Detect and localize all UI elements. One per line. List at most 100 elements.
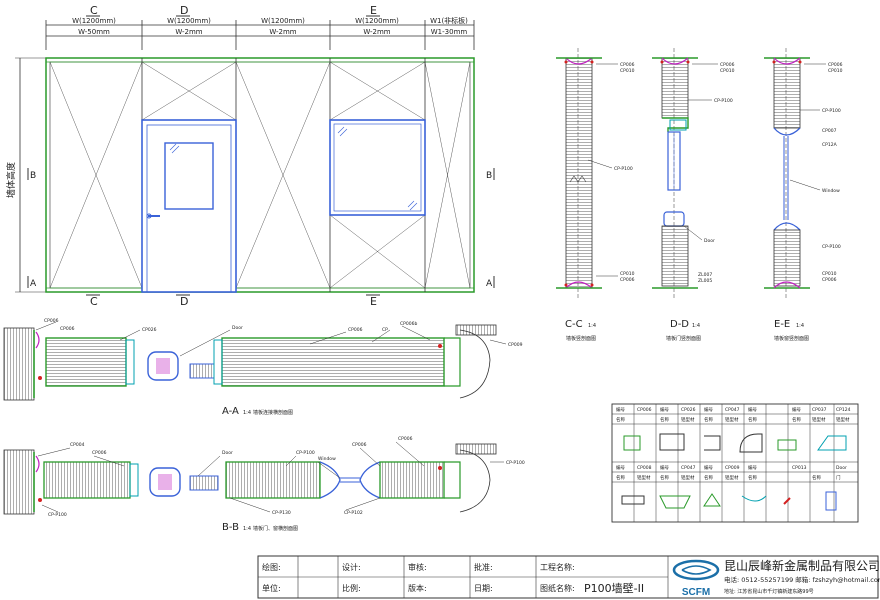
callout-ee-6: Window: [822, 188, 840, 194]
callout-bb-4: Door: [222, 450, 233, 456]
legend-r1-n7: 名称: [792, 416, 801, 423]
section-dd-scale: 1:4: [692, 323, 700, 329]
front-elevation: W(1200mm) W(1200mm) W(1200mm) W(1200mm) …: [5, 4, 495, 308]
col-header-3: W(1200mm): [261, 17, 305, 25]
callout-bb-6: Window: [318, 456, 336, 462]
company-phone: 电话: 0512-55257199 邮箱: fzshzyh@hotmail.co…: [724, 575, 880, 584]
legend-r1-n9: 铝型材: [836, 416, 850, 423]
section-b-b: CP004 CP006 CP-P100 Door CP-P130 Window …: [3, 436, 525, 533]
profile-legend-table: 编号 CP006 编号 CP026 编号 CP047 编号 编号 CP037 C…: [611, 403, 859, 523]
section-cc-caption: 墙板竖剖面图: [566, 335, 596, 342]
legend-r2-h5: 编号: [704, 464, 713, 471]
callout-ee-9: CP006: [822, 277, 837, 283]
callout-cc-3: CP-P100: [614, 166, 633, 172]
callout-ee-8: CP010: [822, 271, 837, 277]
tb-version: 版本:: [408, 583, 427, 593]
legend-r1-n5: 铝型材: [725, 416, 739, 423]
legend-r2-n7: 名称: [748, 474, 757, 481]
company-name: 昆山辰峰新金属制品有限公司: [724, 558, 880, 573]
callout-ee-1: CP006: [828, 62, 843, 68]
callout-aa-8: CP009: [508, 342, 523, 348]
section-bb-scale: 1:4: [243, 526, 251, 532]
callout-ee-4: CP007: [822, 128, 837, 134]
callout-aa-5: CP006: [348, 327, 363, 333]
callout-dd-4: Door: [704, 238, 715, 244]
legend-r2-n8: 名称: [812, 474, 821, 481]
section-mark-b-right: B: [486, 171, 492, 181]
legend-r1-h8: 编号: [792, 406, 801, 413]
col-header-5: W1(非标板): [430, 16, 468, 25]
tb-drawing-name-label: 图纸名称:: [540, 583, 575, 593]
height-label: 墙体高度: [5, 162, 17, 198]
legend-r2-n4: 铝型材: [681, 474, 695, 481]
legend-r2-h9: Door: [836, 465, 847, 471]
section-aa-title: A-A: [222, 406, 239, 417]
legend-r1-h4: CP026: [681, 407, 696, 413]
tb-drawn: 绘图:: [262, 562, 281, 572]
callout-ee-3: CP-P100: [822, 108, 841, 114]
section-ee-title: E-E: [774, 319, 790, 330]
legend-r2-n1: 名称: [616, 474, 625, 481]
callout-bb-3: CP-P100: [48, 512, 67, 518]
callout-dd-1: CP006: [720, 62, 735, 68]
section-d-d: CP006 CP010 CP-P100 Door ZL007 ZL005 D-D…: [652, 48, 735, 342]
callout-bb-9: CP-P100: [296, 450, 315, 456]
callout-dd-2: CP010: [720, 68, 735, 74]
legend-r1-n8: 铝型材: [812, 416, 826, 423]
door-elevation: [141, 119, 237, 293]
legend-r1-n2: 名称: [660, 416, 669, 423]
legend-r1-n6: 名称: [748, 416, 757, 423]
callout-cc-1: CP006: [620, 62, 635, 68]
callout-bb-8: CP006: [398, 436, 413, 442]
callout-bb-5: CP-P130: [272, 510, 291, 516]
callout-bb-11: CP-P100: [506, 460, 525, 466]
section-cc-title: C-C: [565, 319, 583, 330]
callout-dd-6: ZL005: [698, 278, 712, 284]
legend-r1-h2: CP006: [637, 407, 652, 413]
section-cc-scale: 1:4: [588, 323, 596, 329]
legend-r2-h2: CP008: [637, 465, 652, 471]
callout-ee-5: CP12A: [822, 142, 838, 148]
callout-bb-10: CP-P102: [344, 510, 363, 516]
callout-aa-3: CP026: [142, 327, 157, 333]
tb-project: 工程名称:: [540, 562, 575, 572]
section-mark-c-bottom: C: [90, 295, 98, 308]
callout-ee-7: CP-P100: [822, 244, 841, 250]
callout-dd-5: ZL007: [698, 272, 712, 278]
col-dim-5: W1-30mm: [431, 28, 468, 36]
callout-aa-1: CP006: [44, 318, 59, 324]
section-aa-caption: 墙板连接横剖面图: [253, 409, 293, 416]
legend-r1-h6: CP047: [725, 407, 740, 413]
legend-r2-h7: 编号: [748, 464, 757, 471]
legend-r2-h4: CP047: [681, 465, 696, 471]
callout-cc-2: CP010: [620, 68, 635, 74]
section-bb-caption: 墙板门、窗横剖面图: [253, 525, 298, 532]
section-ee-scale: 1:4: [796, 323, 804, 329]
legend-r1-n3: 铝型材: [681, 416, 695, 423]
legend-r1-n1: 名称: [616, 416, 625, 423]
col-dim-1: W-50mm: [78, 28, 110, 36]
legend-r2-n5: 名称: [704, 474, 713, 481]
section-bb-title: B-B: [222, 522, 239, 533]
callout-aa-6: CP: [382, 327, 388, 333]
section-mark-d-top: D: [180, 4, 188, 17]
section-c-c: CP006 CP010 CP-P100 CP010 CP006 C-C 1:4 …: [556, 48, 635, 342]
section-mark-e-bottom: E: [370, 295, 377, 308]
callout-aa-2: CP006: [60, 326, 75, 332]
section-mark-a-left: A: [30, 279, 37, 289]
callout-cc-5: CP006: [620, 277, 635, 283]
tb-design: 设计:: [342, 562, 361, 572]
section-ee-caption: 墙板窗竖剖面图: [774, 335, 809, 342]
callout-ee-2: CP010: [828, 68, 843, 74]
legend-r1-h7: 编号: [748, 406, 757, 413]
section-dd-caption: 墙板门竖剖面图: [666, 335, 701, 342]
legend-r1-h5: 编号: [704, 406, 713, 413]
tb-drawing-name: P100墙壁-II: [584, 581, 644, 595]
col-header-4: W(1200mm): [355, 17, 399, 25]
section-aa-scale: 1:4: [243, 410, 251, 416]
col-dim-4: W-2mm: [363, 28, 390, 36]
section-dd-title: D-D: [670, 319, 689, 330]
legend-r1-h1: 编号: [616, 406, 625, 413]
section-mark-c-top: C: [90, 4, 98, 17]
